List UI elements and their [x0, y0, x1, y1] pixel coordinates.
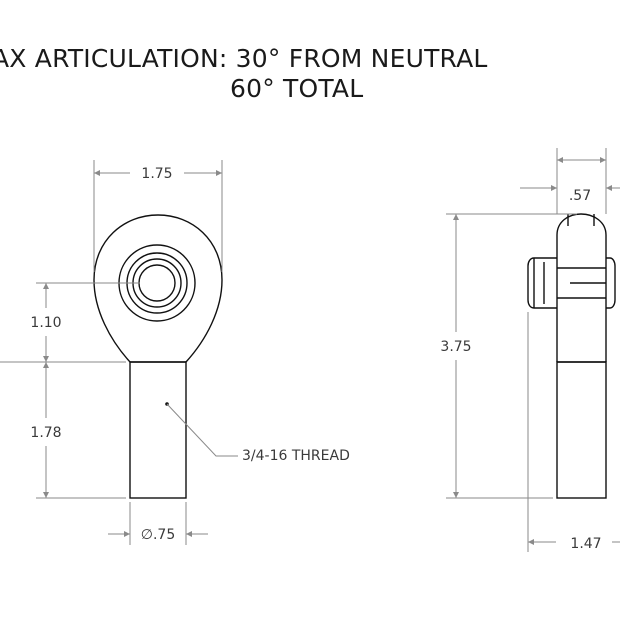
side-threaded-shank: [556, 361, 607, 499]
dim-center-to-shank-label: 1.10: [30, 315, 61, 331]
bore-circle: [138, 264, 176, 302]
right-spacer: [606, 257, 616, 309]
front-view: [93, 214, 223, 499]
thread-callout-label: 3/4-16 THREAD: [242, 448, 350, 464]
side-chamfer: [567, 214, 595, 226]
ball-edge-lines: [557, 267, 606, 299]
ball-inner-circle: [132, 258, 182, 308]
dim-shank-diameter: ∅.75: [108, 502, 208, 545]
rod-end-head-outline: [93, 214, 223, 363]
drawing-title-line-1: AX ARTICULATION: 30° FROM NEUTRAL: [0, 44, 488, 73]
dim-side-bottom: 1.47: [527, 312, 620, 552]
dim-head-width-label: 1.75: [141, 166, 172, 182]
dim-vertical-front: 1.10 1.78: [0, 282, 140, 499]
side-view: [527, 213, 616, 499]
thread-callout: 3/4-16 THREAD: [166, 403, 350, 464]
dim-shank-length-label: 1.78: [30, 425, 61, 441]
threaded-shank: [129, 361, 187, 499]
dim-overall-length-label: 3.75: [440, 339, 471, 355]
drawing-title-line-2: 60° TOTAL: [230, 74, 364, 103]
dim-shank-diameter-label: ∅.75: [141, 527, 175, 543]
left-spacer: [527, 257, 557, 309]
dim-head-width: 1.75: [93, 160, 223, 272]
side-head-outline: [556, 213, 607, 362]
dim-overall-length: 3.75: [440, 213, 577, 499]
dim-side-length-label: 1.47: [570, 536, 601, 552]
dim-ball-width-label: .57: [569, 188, 591, 204]
dim-side-top: .57: [520, 148, 620, 214]
left-spacer-edge: [533, 258, 545, 308]
